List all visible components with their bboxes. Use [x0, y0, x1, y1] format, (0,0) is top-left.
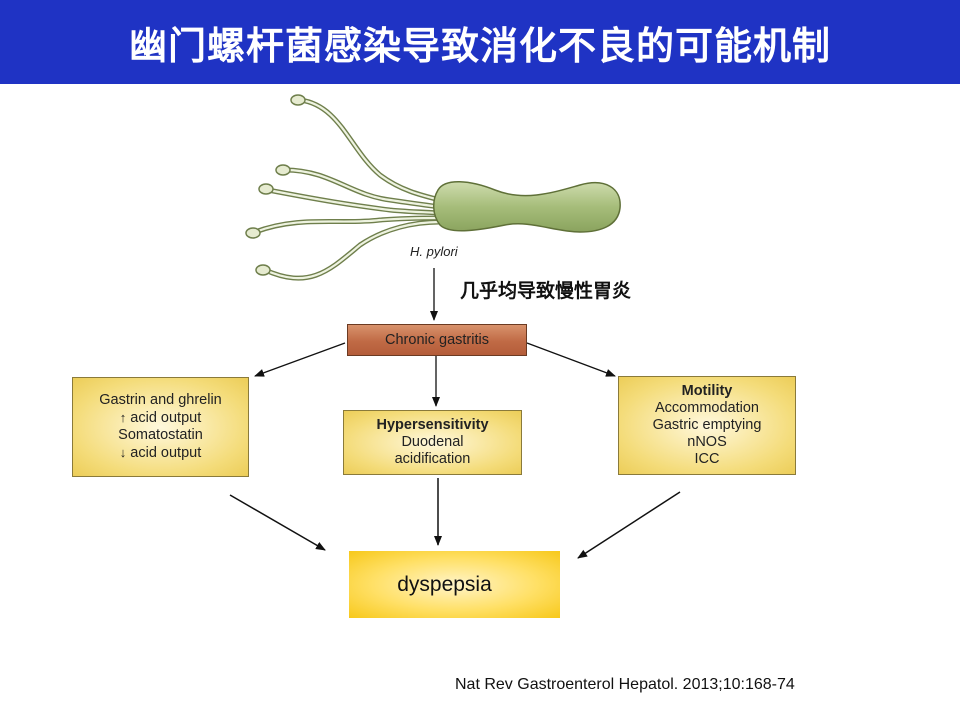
node-dyspepsia: dyspepsia: [349, 551, 560, 618]
arrow-gastritis-to-right: [526, 342, 616, 377]
hormones-line4: ↓ acid output: [120, 444, 201, 462]
hormones-line4-text: acid output: [130, 445, 202, 461]
node-dyspepsia-label: dyspepsia: [397, 572, 492, 596]
hormones-line3: Somatostatin: [118, 427, 203, 443]
hypersensitivity-line2: acidification: [394, 451, 471, 467]
motility-line2: Gastric emptying: [652, 417, 762, 433]
title-bar: 幽门螺杆菌感染导致消化不良的可能机制: [0, 0, 960, 84]
motility-line1: Accommodation: [655, 400, 759, 416]
hypersensitivity-heading: Hypersensitivity: [376, 417, 489, 433]
bacterium-label: H. pylori: [410, 244, 458, 259]
down-arrow-icon: ↓: [119, 445, 127, 460]
up-arrow-icon: ↑: [119, 410, 127, 425]
node-motility: Motility Accommodation Gastric emptying …: [618, 376, 796, 475]
hormones-line1: Gastrin and ghrelin: [99, 392, 222, 408]
node-hormones: Gastrin and ghrelin ↑ acid output Somato…: [72, 377, 249, 477]
node-hypersensitivity: Hypersensitivity Duodenal acidification: [343, 410, 522, 475]
hormones-line2: ↑ acid output: [120, 409, 201, 427]
arrow-gastritis-to-left: [254, 342, 346, 377]
node-chronic-gastritis-label: Chronic gastritis: [385, 332, 489, 348]
citation: Nat Rev Gastroenterol Hepatol. 2013;10:1…: [455, 676, 795, 693]
arrow-left-to-outcome: [229, 494, 326, 551]
motility-line4: ICC: [694, 451, 720, 467]
node-chronic-gastritis: Chronic gastritis: [347, 324, 527, 356]
h-pylori-illustration: [245, 94, 621, 281]
arrow-right-to-outcome: [577, 491, 681, 559]
hormones-line2-text: acid output: [130, 410, 202, 426]
hypersensitivity-line1: Duodenal: [401, 434, 464, 450]
causes-label: 几乎均导致慢性胃炎: [460, 280, 632, 302]
motility-heading: Motility: [681, 383, 733, 399]
slide-title: 幽门螺杆菌感染导致消化不良的可能机制: [128, 23, 831, 68]
motility-line3: nNOS: [687, 434, 727, 450]
